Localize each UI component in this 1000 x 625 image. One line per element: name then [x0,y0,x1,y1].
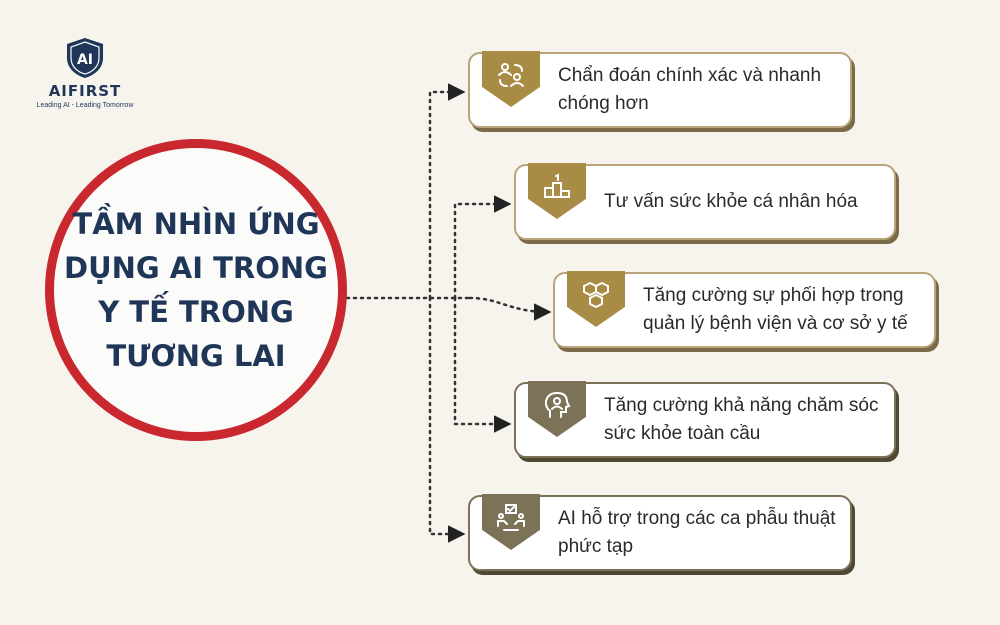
head-person-icon [544,391,571,418]
badge-5 [482,494,540,550]
central-title: TẦM NHÌN ỨNG DỤNG AI TRONG Y TẾ TRONG TƯ… [64,207,328,373]
diagnosis-people-icon [498,63,524,87]
item-text-4: Tăng cường khả năng chăm sóc sức khỏe to… [604,395,879,444]
item-text-5: AI hỗ trợ trong các ca phẫu thuật phức t… [558,508,836,557]
connector-5 [428,296,466,543]
item-card-1: Chẩn đoán chính xác và nhanh chóng hơn [468,51,852,128]
item-card-5: AI hỗ trợ trong các ca phẫu thuật phức t… [468,494,852,571]
connector-3 [468,296,552,321]
logo-mark: AI [77,52,93,68]
shield-logo-icon: AI [67,38,103,78]
badge-3 [567,271,625,327]
item-text-3: Tăng cường sự phối hợp trong quản lý bện… [643,285,908,334]
item-card-2: Tư vấn sức khỏe cá nhân hóa [514,163,896,240]
connector-2 [453,195,512,300]
item-card-4: Tăng cường khả năng chăm sóc sức khỏe to… [514,381,896,458]
badge-1 [482,51,540,107]
podium-icon [544,173,570,198]
boxes-icon [583,282,609,308]
brand-logo: AI AIFIRST Leading AI - Leading Tomorrow [20,36,150,109]
brand-name: AIFIRST [48,82,122,100]
item-text-1: Chẩn đoán chính xác và nhanh chóng hơn [558,65,822,114]
connector-4 [453,296,512,433]
badge-4 [528,381,586,437]
central-circle: TẦM NHÌN ỨNG DỤNG AI TRONG Y TẾ TRONG TƯ… [45,139,347,441]
item-text-2: Tư vấn sức khỏe cá nhân hóa [604,191,858,212]
brand-tagline: Leading AI - Leading Tomorrow [36,102,134,109]
connector-1 [428,83,466,300]
team-collaboration-icon [497,504,525,531]
badge-2 [528,163,586,219]
item-card-3: Tăng cường sự phối hợp trong quản lý bện… [553,271,936,348]
